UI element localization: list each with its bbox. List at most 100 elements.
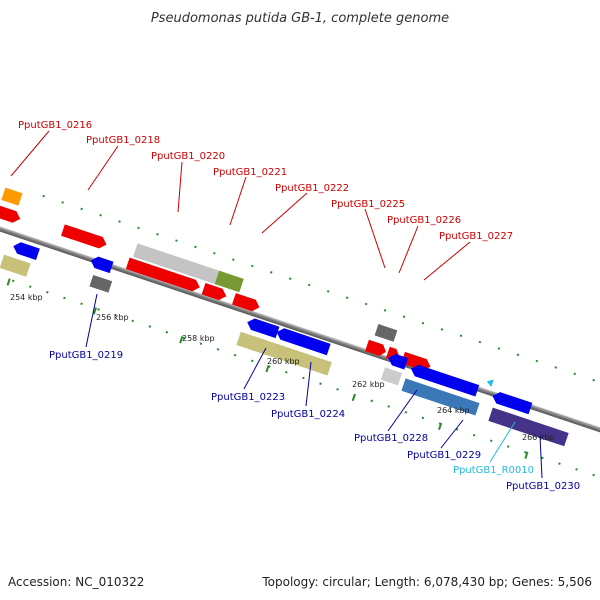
leader-0223: [243, 347, 267, 390]
label-PputGB1-0226[interactable]: PputGB1_0226: [387, 215, 461, 226]
track-dot: [29, 285, 32, 288]
gene-0225-arrow[interactable]: [365, 339, 388, 358]
gene-0219-block[interactable]: [89, 274, 113, 293]
scale-tick: [6, 278, 11, 286]
label-PputGB1-0220[interactable]: PputGB1_0220: [151, 151, 225, 162]
track-dot: [285, 370, 288, 374]
gene-0229-arrow[interactable]: [409, 363, 480, 397]
leader-0227: [423, 241, 471, 281]
track-dot: [80, 302, 83, 305]
track-dot: [307, 283, 311, 287]
leader-0220: [177, 161, 183, 213]
track-dot: [232, 258, 235, 261]
gene-0229-block[interactable]: [401, 378, 480, 416]
gene-0230-arrow[interactable]: [491, 390, 533, 415]
label-PputGB1-0228[interactable]: PputGB1_0228: [354, 433, 428, 444]
track-dot: [216, 348, 220, 351]
scale-label-258: 258 kbp: [182, 334, 215, 343]
label-PputGB1-0221[interactable]: PputGB1_0221: [213, 167, 287, 178]
sequence-track: [0, 187, 600, 477]
scale-label-262: 262 kbp: [352, 380, 385, 389]
track-dot: [516, 353, 520, 357]
track-dot: [118, 220, 121, 223]
track-dot: [270, 271, 273, 274]
track-dot: [554, 366, 558, 369]
gene-0219-arrow[interactable]: [89, 255, 114, 274]
gene-0230-block[interactable]: [488, 407, 569, 447]
label-PputGB1-0223[interactable]: PputGB1_0223: [211, 392, 285, 403]
track-dot: [250, 359, 254, 363]
track-dot: [387, 405, 391, 408]
scale-ticks: [6, 278, 529, 459]
track-dot: [99, 213, 102, 217]
track-dot: [336, 388, 339, 391]
label-PputGB1-0229[interactable]: PputGB1_0229: [407, 450, 481, 461]
leader-0222: [261, 192, 308, 234]
track-dot: [199, 342, 203, 345]
gene-0222-arrow[interactable]: [125, 257, 202, 293]
track-dot: [370, 399, 373, 403]
label-PputGB1-0227[interactable]: PputGB1_0227: [439, 231, 513, 242]
track-dot: [233, 353, 237, 357]
gene-0216-block[interactable]: [1, 187, 23, 206]
scale-label-256: 256 kbp: [96, 313, 129, 322]
gene-rev-a-arrow[interactable]: [11, 240, 40, 261]
gene-0218-arrow[interactable]: [61, 224, 108, 250]
track-dot: [459, 334, 463, 338]
label-PputGB1-0218[interactable]: PputGB1_0218: [86, 135, 160, 146]
gene-0222b-arrow[interactable]: [201, 282, 229, 302]
gene-0224-arrow[interactable]: [275, 326, 331, 356]
scale-label-260: 260 kbp: [267, 357, 300, 366]
label-PputGB1-0216[interactable]: PputGB1_0216: [18, 120, 92, 131]
track-dot: [114, 313, 117, 317]
scale-tick: [265, 364, 270, 373]
track-dot: [11, 279, 15, 283]
track-dot: [42, 194, 45, 198]
label-PputGB1-0230[interactable]: PputGB1_0230: [506, 481, 580, 492]
label-PputGB1-0219[interactable]: PputGB1_0219: [49, 350, 123, 361]
gene-rev-b-block[interactable]: [0, 254, 31, 277]
track-dot: [573, 372, 577, 376]
leader-R0010: [489, 421, 516, 463]
track-dot: [592, 378, 595, 382]
track-dot: [592, 473, 595, 477]
scale-tick: [524, 451, 529, 459]
gene-0228-block[interactable]: [380, 367, 403, 386]
label-PputGB1-R0010[interactable]: PputGB1_R0010: [453, 465, 534, 476]
label-PputGB1-0225[interactable]: PputGB1_0225: [331, 199, 405, 210]
track-dot: [497, 347, 501, 350]
gene-0224-block[interactable]: [270, 343, 332, 376]
gene-0220-block[interactable]: [133, 243, 220, 284]
track-dot: [489, 439, 493, 443]
track-dot: [404, 410, 408, 414]
gene-0217-arrow[interactable]: [0, 204, 22, 225]
leader-0225: [364, 208, 386, 269]
track-dot: [575, 468, 578, 471]
lower-dotted-track: [11, 279, 595, 477]
track-dot: [251, 264, 254, 268]
gene-0225-block[interactable]: [374, 323, 398, 342]
gene-R0010-marker[interactable]: [486, 378, 494, 388]
label-PputGB1-0222[interactable]: PputGB1_0222: [275, 183, 349, 194]
label-PputGB1-0224[interactable]: PputGB1_0224: [271, 409, 345, 420]
track-dot: [288, 277, 292, 280]
track-dot: [137, 226, 140, 230]
leader-0218: [87, 145, 119, 191]
gene-0227-arrow[interactable]: [401, 351, 432, 373]
track-dot: [165, 331, 169, 334]
track-dot: [302, 376, 305, 380]
track-dot: [80, 207, 83, 211]
track-dot: [131, 319, 134, 323]
gene-0228-arrow[interactable]: [386, 352, 409, 370]
gene-0222c-arrow[interactable]: [232, 293, 261, 313]
scale-label-254: 254 kbp: [10, 293, 43, 302]
track-dot: [364, 302, 368, 306]
scale-tick: [438, 422, 443, 430]
gene-0221-block[interactable]: [214, 270, 244, 293]
scale-tick: [351, 393, 356, 402]
track-dot: [319, 382, 322, 385]
track-dot: [478, 340, 482, 344]
track-dot: [175, 239, 178, 242]
gene-0223-arrow[interactable]: [245, 317, 280, 339]
